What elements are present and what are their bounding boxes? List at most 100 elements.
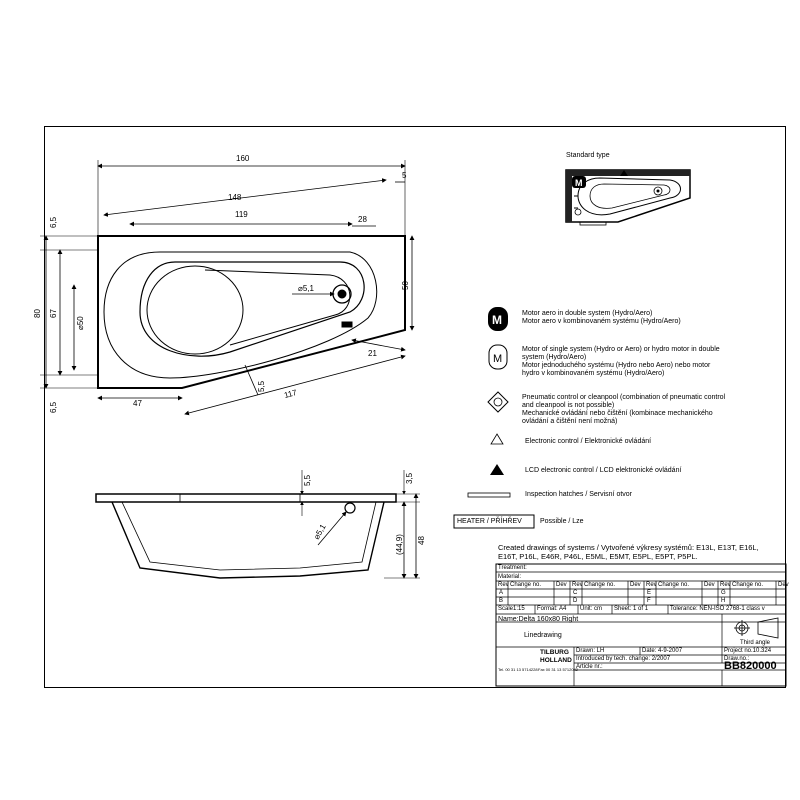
legend-line: Mechanické ovládání nebo čištění (kombin… [522, 410, 713, 417]
thumb-title: Standard type [566, 152, 610, 159]
section-view [95, 470, 420, 579]
section-body [111, 501, 385, 579]
dim-diameter-50: ⌀50 [76, 316, 85, 330]
legend-item-lcd: LCD electronic control / LCD elektronick… [525, 467, 681, 475]
change-head-1: Change no. [510, 582, 542, 588]
section-overflow [344, 502, 356, 514]
heater-label: HEATER / PŘÍHŘEV [457, 518, 522, 525]
legend-line: Motor aero in double system (Hydro/Aero) [522, 310, 653, 317]
rev-head-2: Rev [572, 582, 583, 588]
format: Format: A4 [537, 606, 567, 612]
svg-text:M: M [493, 353, 502, 365]
dim-148: 148 [228, 193, 242, 202]
dev-head-3: Dev [704, 582, 715, 588]
dim-5-5-plan: 5,5 [257, 380, 266, 392]
legend-item-motor-filled: Motor aero in double system (Hydro/Aero)… [522, 310, 681, 326]
legend-line: Motor aero v kombinovaném systému (Hydro… [522, 318, 681, 325]
lcd-control-icon [490, 464, 504, 475]
dim-119: 119 [235, 210, 248, 219]
legend-line: Motor jednoduchého systému (Hydro nebo A… [522, 362, 711, 369]
legend-line: Motor of single system (Hydro or Aero) o… [522, 346, 720, 353]
dim-160: 160 [236, 154, 250, 163]
rev-row-d: D [573, 598, 578, 604]
dim-47: 47 [133, 399, 142, 408]
dim-80: 80 [33, 309, 42, 318]
legend-item-inspection: Inspection hatches / Servisní otvor [525, 491, 632, 499]
section-dim-diameter-5-1: ⌀5,1 [312, 522, 328, 541]
legend-line: system (Hydro/Aero) [522, 354, 587, 361]
linedrawing-label: Linedrawing [524, 632, 562, 639]
legend-line: ovládání a čištění není možná) [522, 418, 618, 425]
legend-item-motor-outline: Motor of single system (Hydro or Aero) o… [522, 346, 720, 378]
article-nr: Article nr.: [576, 664, 603, 670]
dev-head-1: Dev [556, 582, 567, 588]
unit: Unit: cm [580, 606, 603, 612]
systems-line-2: E16T, P16L, E46R, P46L, E5ML, E5MT, E5PL… [498, 552, 698, 561]
title-block-grid [453, 514, 787, 687]
systems-line-1: Created drawings of systems / Vytvořené … [498, 543, 759, 552]
dim-5: 5 [402, 171, 407, 180]
change-head-2: Change no. [584, 582, 616, 588]
rev-row-f: F [647, 598, 651, 604]
thumb-motor-icon [572, 176, 586, 188]
rev-row-a: A [499, 590, 504, 596]
introduced-by: Introduced by tech. change: 2/2007 [576, 656, 671, 662]
rev-head-1: Rev [498, 582, 509, 588]
third-angle-label: Third angle [740, 640, 771, 646]
dim-28: 28 [358, 215, 367, 224]
draw-no-label: Draw.no.: [724, 656, 750, 662]
section-dimension-labels: 5,5 3,5 ⌀5,1 (44,9) 48 [303, 472, 426, 555]
section-dim-44-9: (44,9) [395, 534, 404, 555]
motor-outline-icon [488, 344, 508, 370]
dim-21: 21 [368, 349, 377, 358]
company-fax: Fax 00 31 13 5712042 [538, 667, 579, 672]
thumb-motor-letter: M [575, 178, 583, 188]
rev-row-b: B [499, 598, 504, 604]
tub-bottom-inner [204, 269, 351, 346]
dev-head-2: Dev [630, 582, 641, 588]
rev-row-g: G [721, 590, 726, 596]
treatment-label: Treatment: [498, 565, 527, 571]
pneumatic-control-icon [487, 391, 509, 413]
inspection-hatch-icon [467, 492, 511, 498]
section-rim [95, 493, 397, 503]
dev-head-4: Dev [778, 582, 789, 588]
tolerance: Tolerance: NEN-ISO 2768-1 class v [670, 606, 765, 612]
drawing-frame [44, 126, 786, 688]
sheet: Sheet: 1 of 1 [614, 606, 649, 612]
dim-6-5-bottom: 6,5 [49, 401, 58, 413]
date: Date: 4-9-2007 [642, 648, 683, 654]
dim-117: 117 [283, 388, 298, 400]
tub-bottom-circle [146, 265, 244, 355]
dim-diameter-5-1: ⌀5,1 [298, 284, 314, 293]
plan-view [40, 160, 415, 416]
legend-item-electronic: Electronic control / Elektronické ovládá… [525, 438, 651, 446]
drawing-name: Name:Delta 160x80 Right [498, 616, 579, 623]
tub-basin [103, 251, 378, 379]
section-dim-3-5: 3,5 [405, 472, 414, 484]
company-tel: Tel. 00 31 13 5714228 [498, 667, 538, 672]
legend-item-pneumatic: Pneumatic control or cleanpool (combinat… [522, 394, 725, 426]
legend-line: LCD electronic control / LCD elektronick… [525, 467, 682, 474]
company-line-1: TILBURG [540, 649, 569, 656]
rev-head-3: Rev [646, 582, 657, 588]
legend-line: Inspection hatches / Servisní otvor [525, 491, 632, 498]
rev-row-e: E [647, 590, 652, 596]
heater-value: Possible / Lze [540, 518, 584, 525]
rev-row-c: C [573, 590, 578, 596]
section-dim-5-5: 5,5 [303, 474, 312, 486]
tub-outline [97, 235, 406, 389]
electronic-control-icon [490, 433, 504, 445]
material-label: Material: [498, 574, 522, 580]
drawing-number: BB820000 [724, 660, 777, 672]
rev-head-4: Rev [720, 582, 731, 588]
legend-line: Pneumatic control or cleanpool (combinat… [522, 394, 726, 401]
legend-line: and cleanpool is not possible) [522, 402, 615, 409]
dim-6-5-top: 6,5 [49, 216, 58, 228]
legend-icons: M M [467, 307, 511, 498]
tub-inner-shelf [139, 261, 365, 357]
legend-line: hydro v kombinovaném systému (Hydro/Aero… [522, 370, 665, 377]
dim-67: 67 [49, 309, 58, 318]
